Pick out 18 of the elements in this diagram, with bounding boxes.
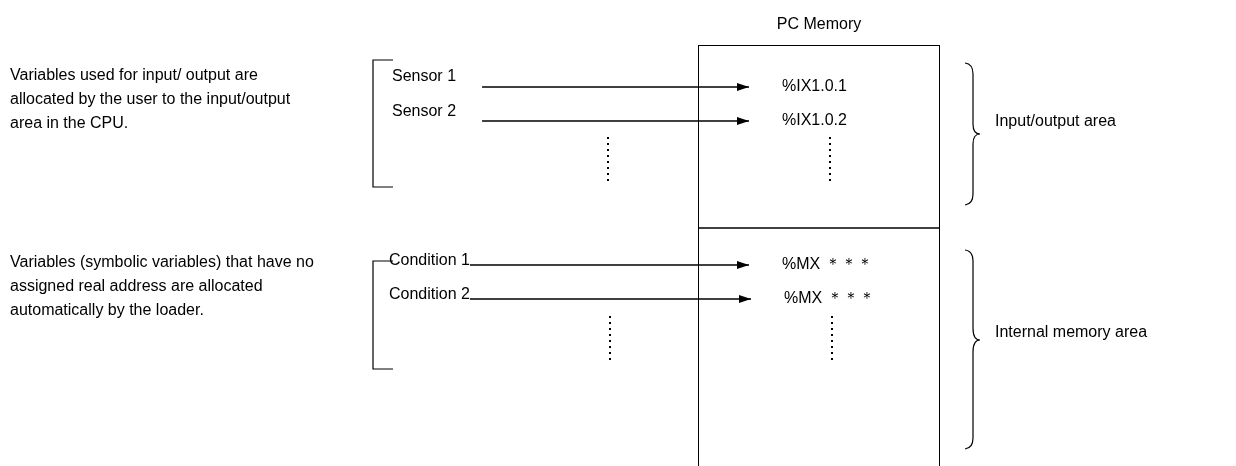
note-text: Variables (symbolic variables) that have no assigned real address are allocated automatically by the loader. [10, 252, 315, 320]
arrow [481, 117, 750, 125]
note-text: Variables used for input/ output are allocated by the user to the input/output area in the CPU. [10, 65, 292, 133]
node-text: Sensor 1 [392, 64, 457, 88]
arrow [481, 83, 750, 91]
pc-memory-heading: PC Memory [775, 14, 863, 34]
area-label: Input/output area [995, 111, 1117, 131]
node-text: %MX ＊＊＊ [782, 252, 873, 276]
node-text: Condition 1 [389, 248, 470, 272]
node-text: Sensor 2 [392, 99, 457, 123]
node-text: %MX ＊＊＊ [784, 286, 875, 310]
arrow [469, 261, 750, 269]
memory-box [698, 45, 940, 466]
node-text: %IX1.0.2 [782, 108, 847, 132]
area-label: Internal memory area [995, 322, 1149, 342]
arrow [469, 295, 752, 303]
node-text: %IX1.0.1 [782, 74, 847, 98]
node-text: Condition 2 [389, 282, 470, 306]
